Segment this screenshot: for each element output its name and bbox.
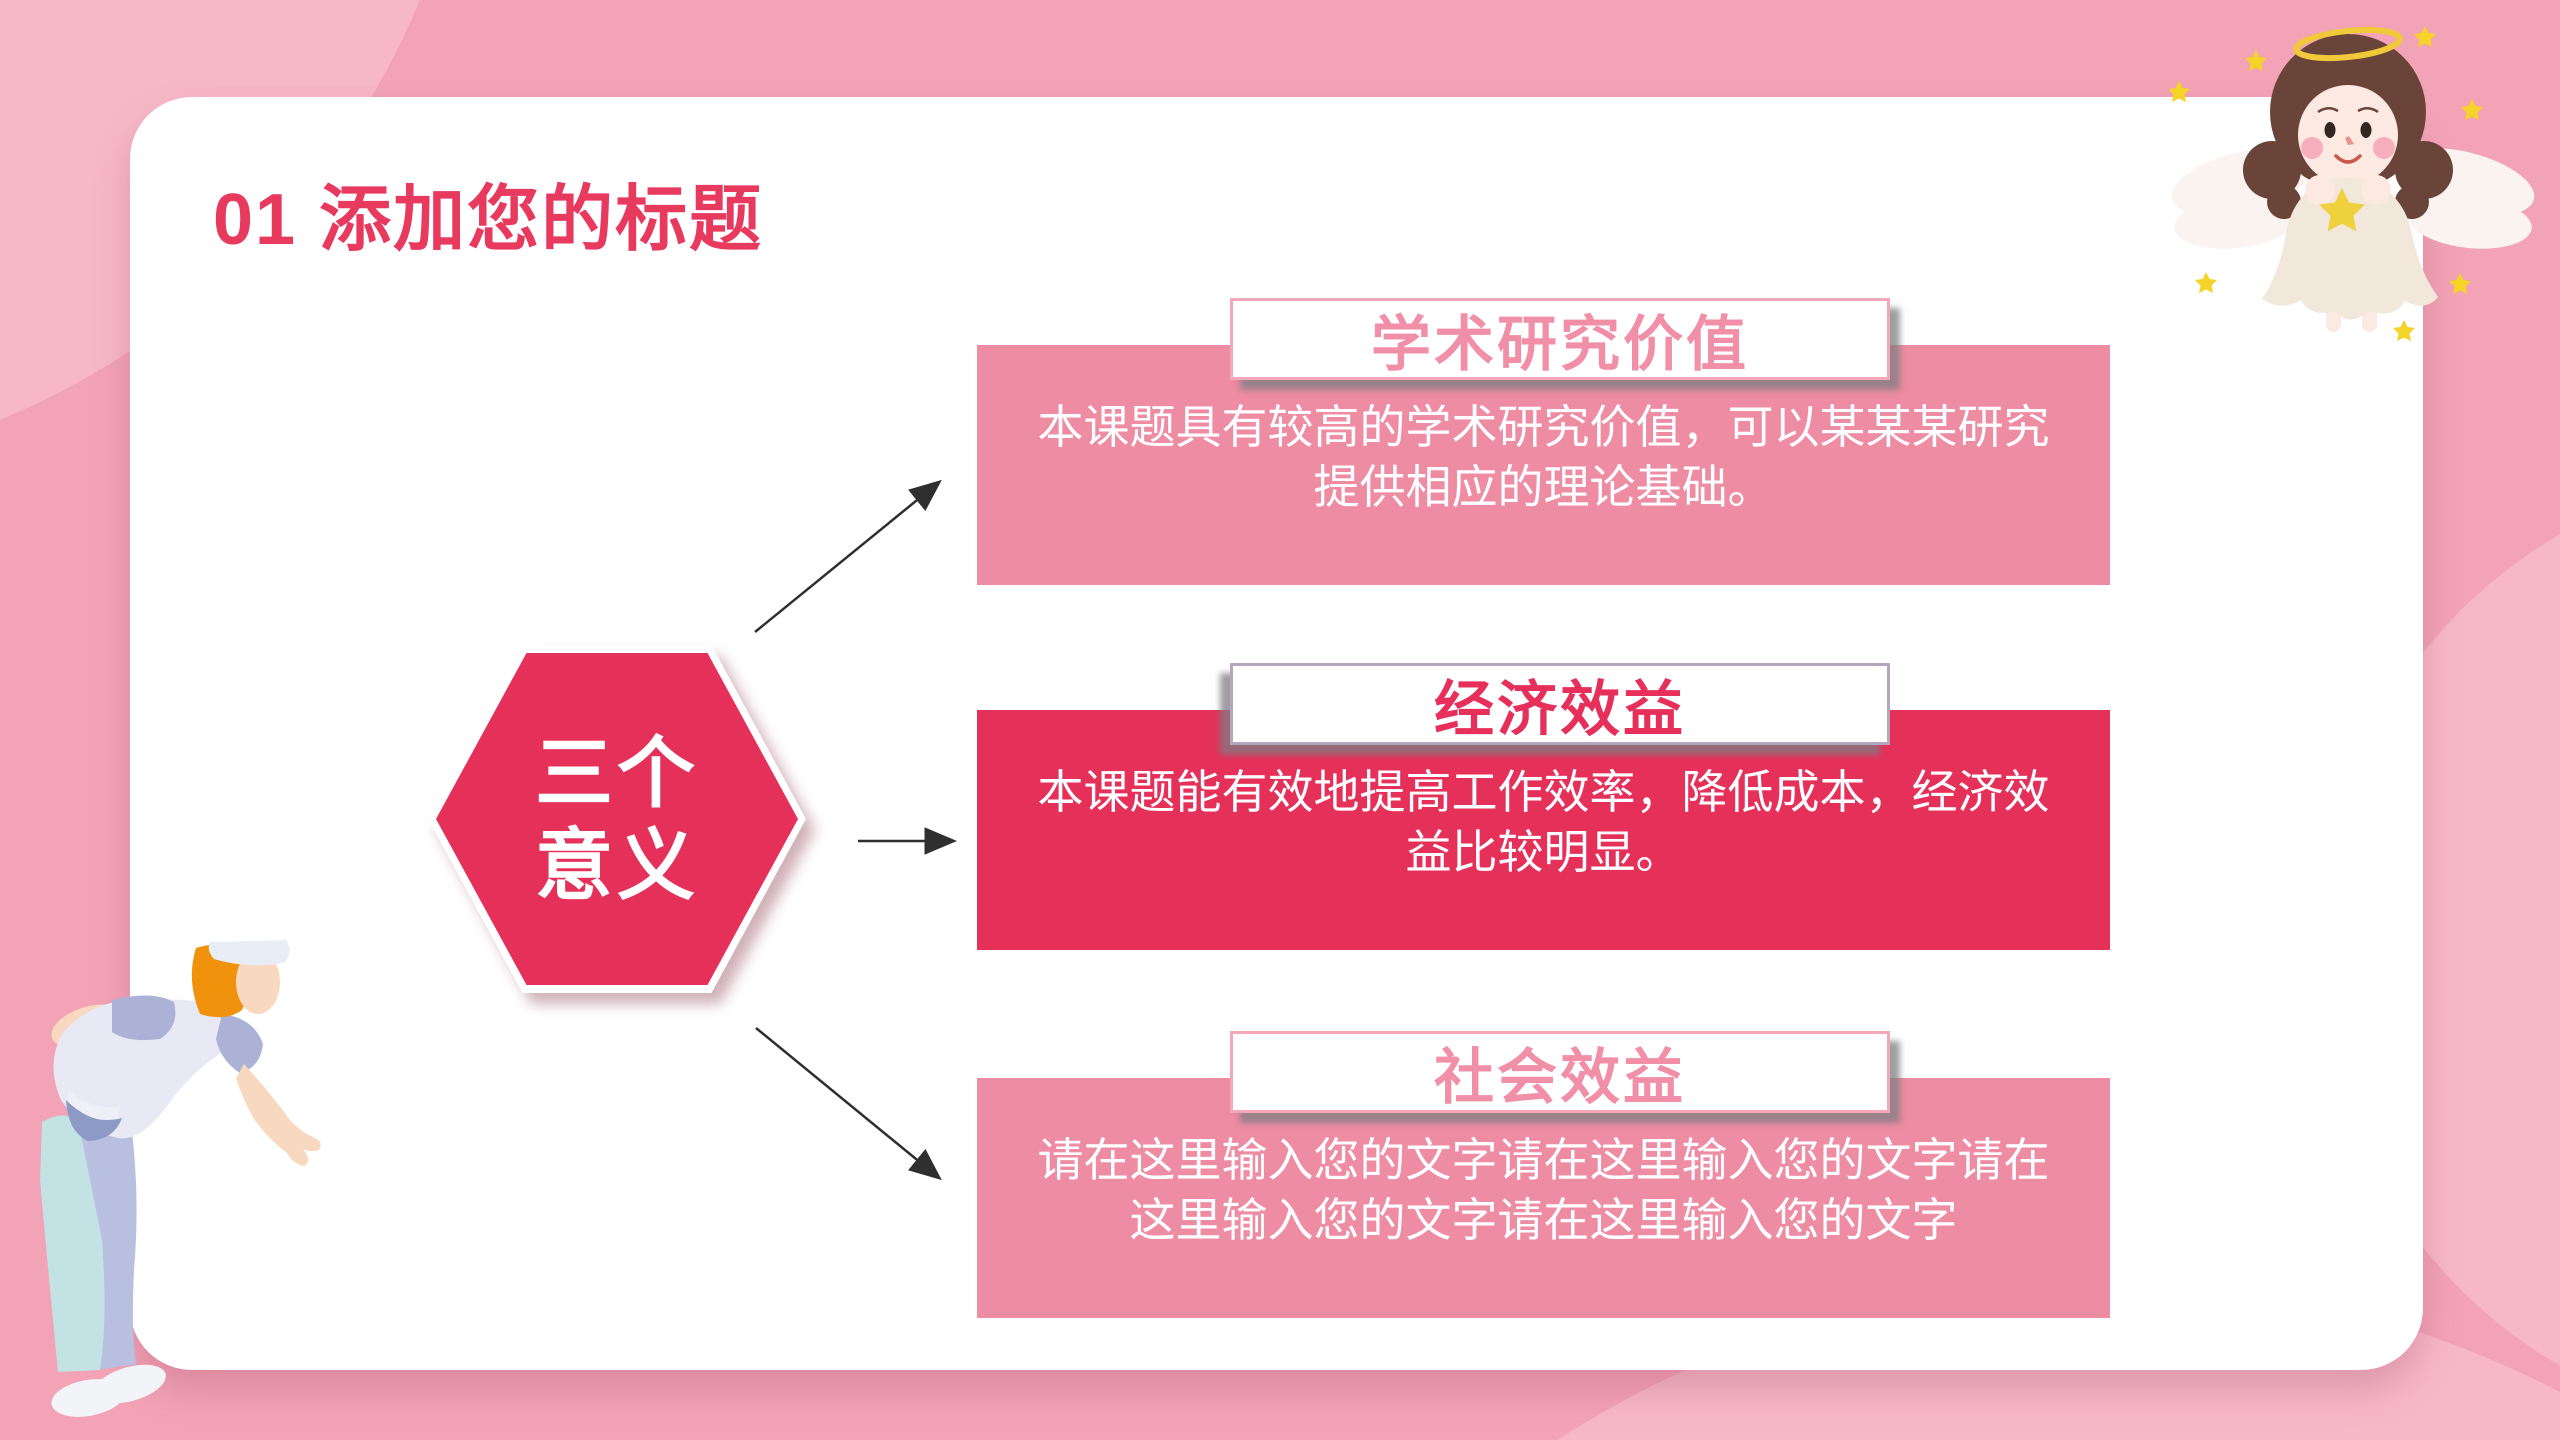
person-shoe-front xyxy=(51,1379,125,1417)
box-3-header: 社会效益 xyxy=(1230,1031,1890,1113)
angel-face-features xyxy=(2301,107,2395,164)
person-cap xyxy=(208,940,290,966)
box-2-header: 经济效益 xyxy=(1230,663,1890,745)
box-3-body: 请在这里输入您的文字请在这里输入您的文字请在这里输入您的文字请在这里输入您的文字 xyxy=(977,1078,2110,1318)
box-3-header-text: 社会效益 xyxy=(1434,1043,1686,1111)
box-2-body-text: 本课题能有效地提高工作效率，降低成本，经济效益比较明显。 xyxy=(1037,766,2050,878)
box-1-body: 本课题具有较高的学术研究价值，可以某某某研究提供相应的理论基础。 xyxy=(977,345,2110,585)
person-pocket-flap xyxy=(68,1090,120,1120)
person-shoulder-patch xyxy=(112,995,176,1041)
person-shirt xyxy=(53,999,234,1139)
hexagon-label-line2: 意义 xyxy=(534,821,699,909)
angel-halo-icon xyxy=(2293,26,2403,62)
person-leg-front xyxy=(40,1115,105,1372)
angel-hands xyxy=(2305,175,2391,205)
star-icons xyxy=(2170,26,2483,341)
angel-dress-star-icon xyxy=(2319,188,2365,232)
hexagon-label: 三个 意义 xyxy=(428,645,806,993)
box-2-body: 本课题能有效地提高工作效率，降低成本，经济效益比较明显。 xyxy=(977,710,2110,950)
person-pocket xyxy=(66,1100,122,1141)
box-1-header-text: 学术研究价值 xyxy=(1371,310,1749,378)
person-pointing-arm xyxy=(236,1064,321,1166)
hexagon-shape: 三个 意义 xyxy=(428,645,806,993)
box-1-body-text: 本课题具有较高的学术研究价值，可以某某某研究提供相应的理论基础。 xyxy=(1037,401,2050,513)
bowing-person-illustration xyxy=(40,940,321,1417)
box-3-body-text: 请在这里输入您的文字请在这里输入您的文字请在这里输入您的文字请在这里输入您的文字 xyxy=(1037,1134,2050,1246)
box-1-header: 学术研究价值 xyxy=(1230,298,1890,380)
box-2-header-text: 经济效益 xyxy=(1434,675,1686,743)
angel-face xyxy=(2298,85,2398,185)
angel-with-halo-illustration xyxy=(2170,26,2535,341)
person-sleeve xyxy=(216,1014,263,1073)
hexagon-label-line1: 三个 xyxy=(534,729,699,817)
page-title: 01 添加您的标题 xyxy=(213,180,764,260)
person-face xyxy=(236,950,280,1014)
angel-dress xyxy=(2262,178,2438,320)
